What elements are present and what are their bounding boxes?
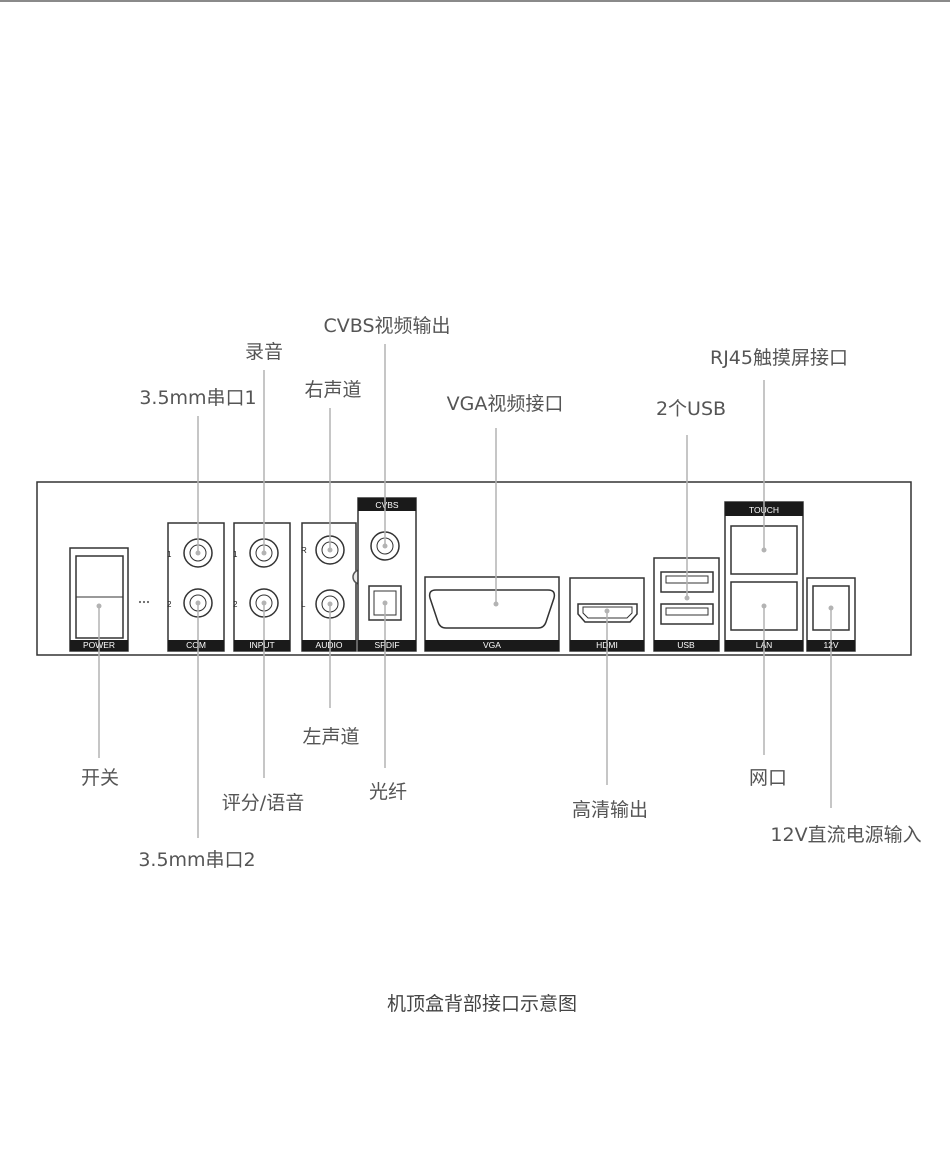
callout-score-voice: 评分/语音 <box>222 792 304 814</box>
spdif-label: SPDIF <box>374 640 399 650</box>
usb-label: USB <box>677 640 695 650</box>
diagram-caption: 机顶盒背部接口示意图 <box>387 993 577 1015</box>
input-1-label: 1 <box>233 550 238 559</box>
cvbs-label: CVBS <box>375 500 398 510</box>
callout-left-channel: 左声道 <box>302 726 359 748</box>
audio-l-label: L <box>301 600 306 609</box>
callout-right-channel: 右声道 <box>304 379 361 401</box>
leader-lines <box>98 344 832 838</box>
callout-record: 录音 <box>245 341 283 363</box>
audio-r-label: R <box>301 546 307 555</box>
callout-vga: VGA视频接口 <box>447 393 564 415</box>
input-2-label: 2 <box>233 600 238 609</box>
callout-optical: 光纤 <box>369 781 407 803</box>
top-divider <box>0 0 950 2</box>
callout-hdmi-out: 高清输出 <box>572 799 648 821</box>
leader-end-dots <box>96 543 834 614</box>
callout-cvbs-out: CVBS视频输出 <box>323 315 450 337</box>
callout-switch: 开关 <box>81 767 119 789</box>
callout-usb: 2个USB <box>656 398 726 420</box>
callout-rj45: RJ45触摸屏接口 <box>710 347 848 369</box>
vga-label: VGA <box>483 640 501 650</box>
callout-12v-dc: 12V直流电源输入 <box>770 824 921 846</box>
callout-lan: 网口 <box>749 767 787 789</box>
com-port-group: 1 2 COM <box>167 522 225 652</box>
callout-com1: 3.5mm串口1 <box>139 387 256 409</box>
audio-label: AUDIO <box>316 640 343 650</box>
vga-port: VGA <box>424 576 560 652</box>
com-2-label: 2 <box>167 600 172 609</box>
input-label: INPUT <box>249 640 275 650</box>
dots-decoration <box>138 600 150 604</box>
input-port-group: 1 2 INPUT <box>233 522 291 652</box>
com-label: COM <box>186 640 206 650</box>
com-1-label: 1 <box>167 550 172 559</box>
callout-com2: 3.5mm串口2 <box>138 849 255 871</box>
cvbs-spdif-group: CVBS SPDIF <box>357 497 417 652</box>
audio-port-group: R L AUDIO <box>301 522 357 652</box>
